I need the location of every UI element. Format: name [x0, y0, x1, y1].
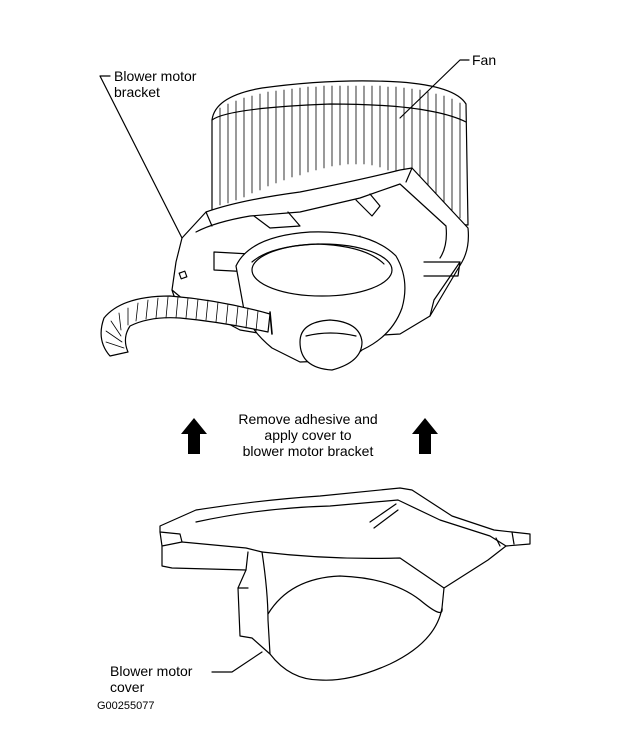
cover-drawing	[159, 487, 531, 681]
tube-drawing	[100, 295, 273, 357]
fan-leader-line	[399, 59, 470, 119]
bracket-label-line1: Blower motor	[114, 68, 197, 84]
figure-id: G00255077	[97, 700, 155, 712]
instruction-line2: apply cover to	[264, 427, 352, 443]
bracket-label-line2: bracket	[114, 84, 160, 100]
instruction-line1: Remove adhesive and	[238, 411, 378, 427]
cover-label-line1: Blower motor	[110, 663, 193, 679]
cover-label-line2: cover	[110, 679, 145, 695]
instruction-line3: blower motor bracket	[242, 443, 374, 459]
up-arrow-left-icon	[181, 418, 207, 454]
up-arrow-right-icon	[412, 418, 438, 454]
fan-label: Fan	[472, 52, 497, 68]
bracket-leader-line	[99, 75, 183, 239]
motor-housing-drawing	[235, 231, 406, 371]
cover-leader-line	[211, 651, 263, 673]
